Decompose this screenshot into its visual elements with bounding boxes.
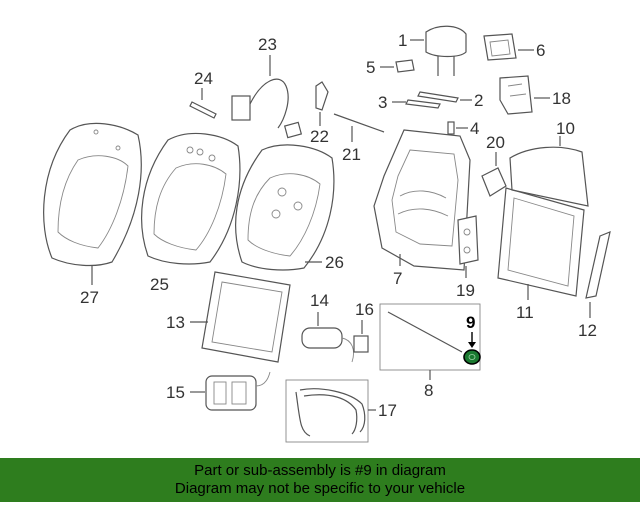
part-23-cable-module: 23 (231, 35, 303, 139)
part-4-pin: 4 (447, 119, 479, 138)
part-20-motor: 20 (481, 133, 507, 197)
part-25-seat-back-cushion: 25 (141, 132, 241, 294)
part-1-headrest: 1 (398, 25, 467, 76)
part-24-sensor: 24 (189, 69, 217, 119)
part-7-seat-back-frame: 7 (373, 129, 471, 288)
part-10-back-panel-top: 10 (509, 119, 589, 207)
part-14-motor: 14 (301, 291, 354, 363)
part-3-guide: 3 (378, 93, 441, 112)
part-9-highlighted-knob[interactable]: 9 (463, 313, 481, 365)
callout-18[interactable]: 18 (552, 89, 571, 108)
callout-24[interactable]: 24 (194, 69, 213, 88)
callout-27[interactable]: 27 (80, 288, 99, 307)
part-6-headrest-trim: 6 (483, 33, 545, 61)
part-19-recliner: 19 (456, 215, 479, 300)
part-12-side-trim: 12 (578, 231, 611, 340)
part-26-seat-back-pad: 26 (235, 144, 344, 272)
part-11-back-panel: 11 (497, 187, 585, 322)
callout-17[interactable]: 17 (378, 401, 397, 420)
callout-19[interactable]: 19 (456, 281, 475, 300)
callout-5[interactable]: 5 (366, 58, 375, 77)
banner-line-part: Part or sub-assembly is #9 in diagram (194, 462, 446, 479)
callout-22[interactable]: 22 (310, 127, 329, 146)
callout-15[interactable]: 15 (166, 383, 185, 402)
part-15-lumbar-pump: 15 (166, 371, 271, 411)
callout-25[interactable]: 25 (150, 275, 169, 294)
part-16-bracket: 16 (353, 300, 374, 353)
parts-diagram: 27 25 26 13 15 14 (43, 25, 611, 443)
callout-9[interactable]: 9 (466, 313, 475, 332)
part-17-wire-harness: 17 (285, 379, 397, 443)
part-27-seat-back-cover: 27 (43, 122, 142, 307)
callout-6[interactable]: 6 (536, 41, 545, 60)
part-18-bracket: 18 (499, 75, 571, 115)
callout-11[interactable]: 11 (516, 303, 534, 322)
callout-21[interactable]: 21 (342, 145, 361, 164)
callout-14[interactable]: 14 (310, 291, 329, 310)
part-9-knob-shape (463, 349, 481, 365)
callout-7[interactable]: 7 (393, 269, 402, 288)
part-8-kit: 8 (379, 303, 481, 400)
part-5-pad: 5 (366, 58, 415, 77)
callout-12[interactable]: 12 (578, 321, 597, 340)
info-banner: Part or sub-assembly is #9 in diagram Di… (0, 458, 640, 502)
callout-20[interactable]: 20 (486, 133, 505, 152)
callout-1[interactable]: 1 (398, 31, 407, 50)
part-22-clip: 22 (310, 81, 329, 146)
callout-2[interactable]: 2 (474, 91, 483, 110)
callout-4[interactable]: 4 (470, 119, 479, 138)
callout-3[interactable]: 3 (378, 93, 387, 112)
part-13-lumbar-panel: 13 (166, 271, 291, 363)
part-2-guide: 2 (417, 91, 483, 110)
banner-line-disclaimer: Diagram may not be specific to your vehi… (174, 480, 466, 497)
callout-26[interactable]: 26 (325, 253, 344, 272)
callout-13[interactable]: 13 (166, 313, 185, 332)
part-21-rod: 21 (333, 113, 385, 164)
callout-16[interactable]: 16 (355, 300, 374, 319)
callout-8[interactable]: 8 (424, 381, 433, 400)
callout-10[interactable]: 10 (556, 119, 575, 138)
callout-23[interactable]: 23 (258, 35, 277, 54)
